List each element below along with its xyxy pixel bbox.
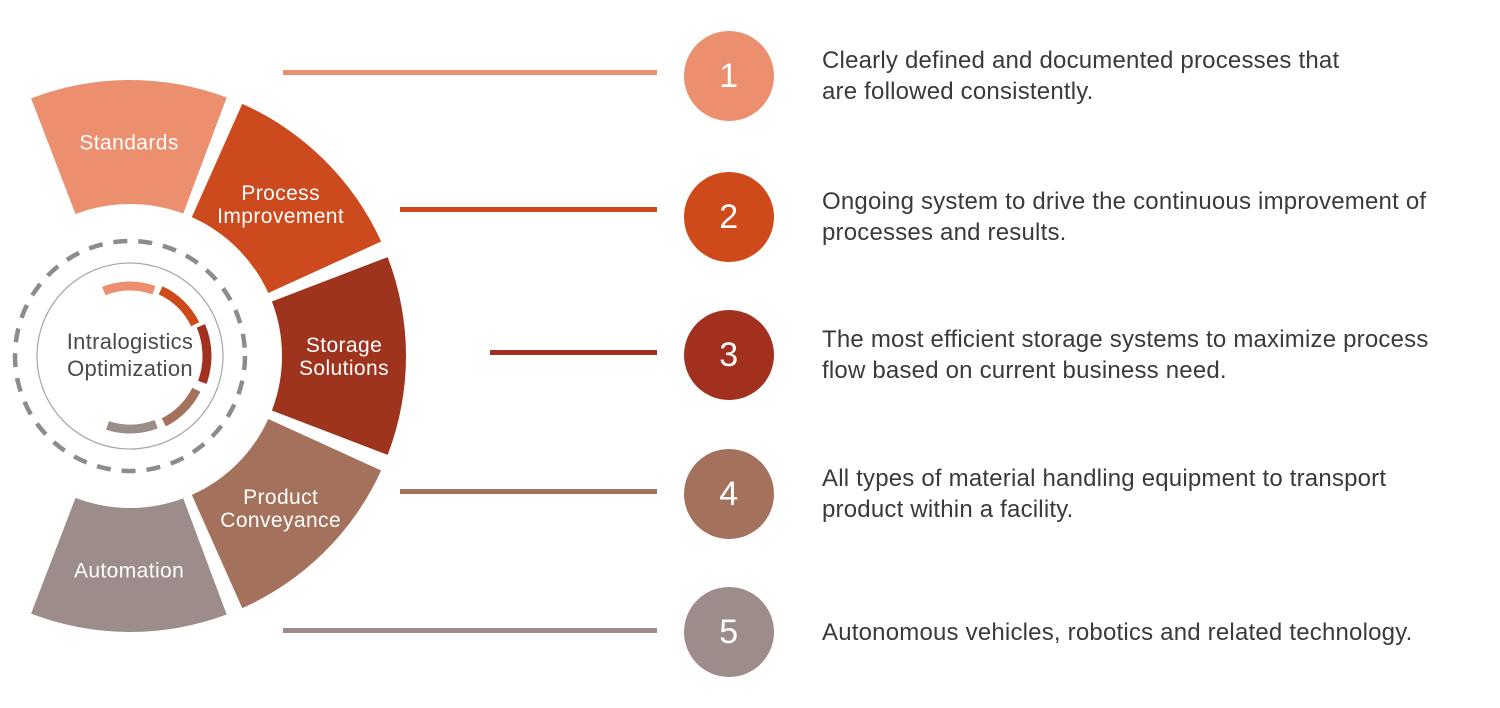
center-decoration-arc-5 <box>106 419 158 434</box>
wheel-segment-label: Standards <box>79 132 178 155</box>
step-description-2-line2: processes and results. <box>822 219 1067 246</box>
step-number-2: 2 <box>719 197 739 236</box>
step-number-5: 5 <box>719 612 739 651</box>
step-circle-2: 2 <box>684 172 774 262</box>
wheel-center-label-line2: Optimization <box>67 356 193 381</box>
wheel-segment-label: Automation <box>74 559 184 582</box>
step-description-3-line2: flow based on current business need. <box>822 357 1227 384</box>
intralogistics-wheel: StandardsProcessImprovementStorageSoluti… <box>12 80 407 633</box>
step-description-2-line1: Ongoing system to drive the continuous i… <box>822 188 1427 215</box>
step-description-4: All types of material handling equipment… <box>822 449 1500 539</box>
step-circle-4: 4 <box>684 449 774 539</box>
connector-line-1 <box>283 70 657 75</box>
wheel-segment-label: Solutions <box>299 357 389 380</box>
wheel-segment-automation <box>31 497 227 633</box>
step-circle-5: 5 <box>684 587 774 677</box>
step-description-5: Autonomous vehicles, robotics and relate… <box>822 587 1500 677</box>
step-description-5-line1: Autonomous vehicles, robotics and relate… <box>822 618 1413 646</box>
step-number-1: 1 <box>719 56 739 95</box>
wheel-segment-label: Improvement <box>217 205 344 228</box>
step-description-1-line2: are followed consistently. <box>822 78 1094 105</box>
thin-ring <box>36 262 224 450</box>
center-decoration-arc-3 <box>196 324 212 384</box>
step-description-4-line2: product within a facility. <box>822 496 1074 523</box>
dashed-ring <box>12 238 248 474</box>
step-number-3: 3 <box>719 335 739 374</box>
step-description-3-line1: The most efficient storage systems to ma… <box>822 326 1429 353</box>
wheel-segment-product-conveyance <box>191 419 382 609</box>
wheel-segment-storage-solutions <box>271 257 407 455</box>
center-decoration-arc-4 <box>161 387 201 427</box>
step-description-1: Clearly defined and documented processes… <box>822 31 1500 121</box>
step-description-3: The most efficient storage systems to ma… <box>822 310 1500 400</box>
center-decoration-arc-1 <box>102 281 156 296</box>
wheel-segment-standards <box>31 80 227 215</box>
step-circle-3: 3 <box>684 310 774 400</box>
wheel-segment-process-improvement <box>191 103 382 293</box>
wheel-center-label-line1: Intralogistics <box>66 329 194 354</box>
step-description-2: Ongoing system to drive the continuous i… <box>822 172 1500 262</box>
connector-line-3 <box>490 350 657 355</box>
step-number-4: 4 <box>719 474 739 513</box>
wheel-segment-label: Conveyance <box>220 509 341 532</box>
center-decoration-arc-2 <box>158 286 200 327</box>
step-description-4-line1: All types of material handling equipment… <box>822 465 1387 492</box>
step-circle-1: 1 <box>684 31 774 121</box>
wheel-center-label: Intralogistics Optimization <box>10 328 250 382</box>
connector-line-4 <box>400 489 657 494</box>
connector-line-5 <box>283 628 657 633</box>
wheel-segment-label: Process <box>241 182 320 205</box>
wheel-segment-label: Storage <box>306 334 382 357</box>
connector-line-2 <box>400 207 657 212</box>
step-description-1-line1: Clearly defined and documented processes… <box>822 47 1340 74</box>
wheel-segment-label: Product <box>243 486 318 509</box>
